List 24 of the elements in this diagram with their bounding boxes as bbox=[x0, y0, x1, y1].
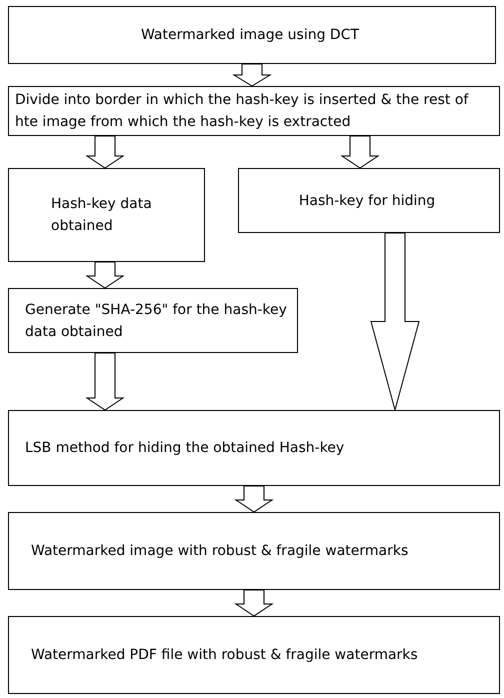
process-box bbox=[8, 6, 496, 64]
box-text: Watermarked PDF file with robust & fragile watermarks bbox=[31, 646, 418, 665]
box-text: LSB method for hiding the obtained Hash-key bbox=[25, 439, 344, 458]
box-text: Divide into border in which the hash-key is inserted & the rest of hte image from which the hash-key is extracted bbox=[15, 91, 470, 132]
block-arrow bbox=[85, 352, 125, 411]
box-text: Hash-key data obtained bbox=[51, 195, 153, 236]
box-text: Generate "SHA-256" for the hash-key data obtained bbox=[25, 300, 288, 342]
box-text: Watermarked image with robust & fragile watermarks bbox=[31, 542, 408, 561]
block-arrow bbox=[232, 64, 272, 87]
block-arrow bbox=[234, 590, 274, 617]
box-text: Watermarked image using DCT bbox=[140, 26, 360, 45]
process-box bbox=[238, 168, 500, 233]
process-box bbox=[8, 410, 500, 486]
process-box bbox=[8, 616, 500, 694]
block-arrow bbox=[234, 486, 274, 513]
process-box bbox=[8, 86, 500, 136]
block-arrow bbox=[370, 232, 420, 412]
block-arrow bbox=[85, 262, 125, 289]
process-box bbox=[8, 512, 500, 590]
block-arrow bbox=[85, 136, 125, 169]
block-arrow bbox=[340, 136, 380, 169]
process-box bbox=[8, 288, 298, 353]
process-box bbox=[8, 168, 205, 262]
box-text: Hash-key for hiding bbox=[298, 192, 436, 210]
